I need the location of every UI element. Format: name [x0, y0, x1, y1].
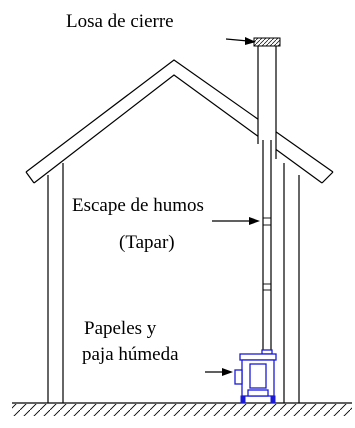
label-damp-straw: paja húmeda	[82, 344, 179, 365]
label-closing-slab: Losa de cierre	[66, 11, 174, 32]
arrow-closing-slab	[225, 37, 256, 45]
left-wall	[47, 163, 64, 403]
ground	[12, 402, 352, 416]
right-wall	[283, 163, 300, 403]
arrow-smoke-exhaust	[212, 217, 260, 225]
label-smoke-exhaust-cover: (Tapar)	[119, 232, 175, 253]
chimney-pipe	[257, 46, 277, 352]
roof	[25, 59, 334, 184]
arrow-papers	[205, 368, 233, 376]
label-papers: Papeles y	[84, 318, 157, 339]
label-smoke-exhaust: Escape de humos	[72, 195, 204, 216]
closing-slab	[253, 37, 281, 47]
stove	[234, 349, 277, 404]
